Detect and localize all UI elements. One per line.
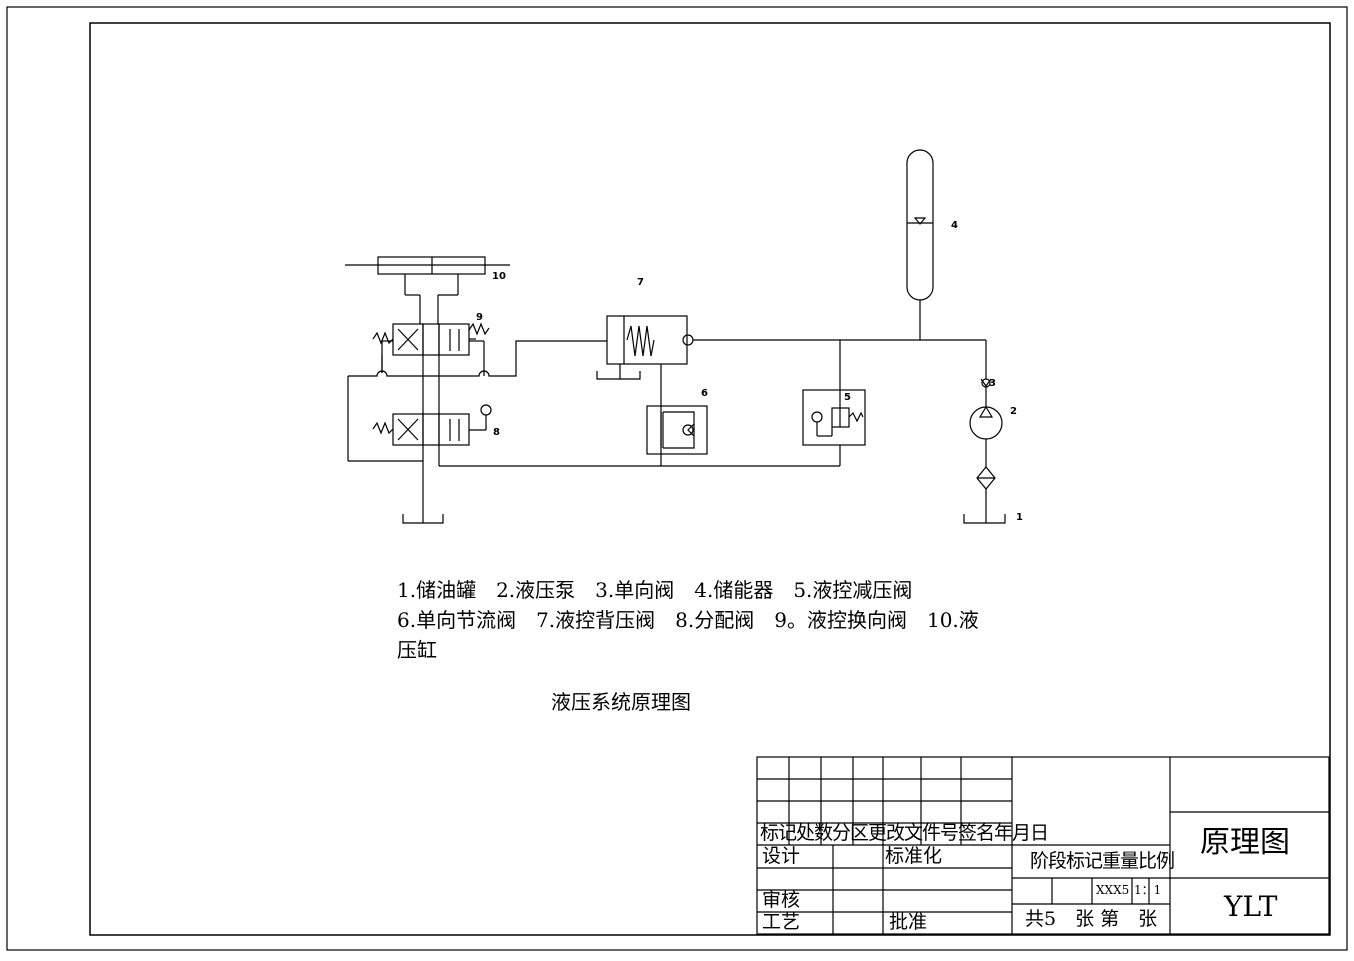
- tb-drawing-code: YLT: [1224, 890, 1278, 923]
- label-10: 10: [492, 271, 506, 282]
- label-3: 3: [989, 378, 996, 389]
- label-1: 1: [1016, 512, 1023, 523]
- back-pressure-valve-7: [596, 315, 986, 466]
- label-6: 6: [701, 388, 708, 399]
- inner-border: [89, 22, 1331, 936]
- label-8: 8: [493, 427, 500, 438]
- tb-scale: 1：1: [1134, 883, 1162, 897]
- tb-sheets: 共5 张 第 张: [1025, 908, 1158, 930]
- legend-line-3: 压缸: [397, 638, 437, 662]
- tb-quantity: XXX5: [1096, 883, 1130, 897]
- tb-drawing-name: 原理图: [1200, 825, 1290, 860]
- label-2: 2: [1010, 406, 1017, 417]
- reducing-valve-5: [802, 340, 866, 466]
- legend-line-2: 6.单向节流阀 7.液控背压阀 8.分配阀 9。液控换向阀 10.液: [397, 608, 979, 632]
- tb-review: 审核: [762, 889, 801, 911]
- label-9: 9: [476, 312, 483, 323]
- pump-branch: [963, 340, 1006, 524]
- tb-stage-header: 阶段标记重量比例: [1030, 850, 1175, 872]
- valve-piping: [347, 340, 840, 524]
- tb-process: 工艺: [762, 911, 801, 933]
- tb-row-header: 标记处数分区更改文件号签名年月日: [760, 822, 1049, 844]
- outer-border: [6, 6, 1348, 951]
- tb-standardization: 标准化: [885, 845, 943, 867]
- label-4: 4: [951, 220, 958, 231]
- one-way-throttle-valve-6: [646, 405, 708, 455]
- diagram-caption: 液压系统原理图: [551, 690, 691, 714]
- label-7: 7: [637, 277, 644, 288]
- distributing-valve-8: [372, 404, 492, 446]
- label-5: 5: [844, 392, 851, 403]
- tb-approve: 批准: [889, 911, 928, 933]
- tb-design: 设计: [762, 845, 801, 867]
- directional-valve-9: [372, 322, 490, 356]
- accumulator-4: [906, 149, 934, 340]
- hydraulic-cylinder-10: [345, 256, 510, 324]
- title-block-grid: [756, 756, 1330, 935]
- legend-line-1: 1.储油罐 2.液压泵 3.单向阀 4.储能器 5.液控减压阀: [397, 578, 913, 602]
